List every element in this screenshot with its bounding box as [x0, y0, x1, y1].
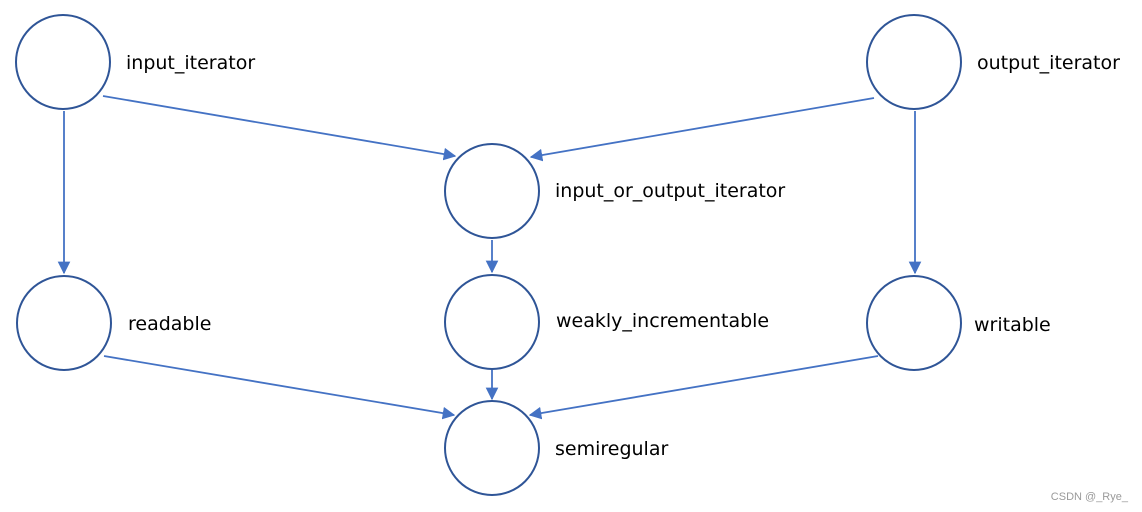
edge-writable-to-semiregular	[528, 355, 879, 420]
nodes: input_iterator output_iterator input_or_…	[15, 14, 1120, 496]
node-circle	[866, 275, 962, 371]
node-output_iterator: output_iterator	[866, 14, 1120, 110]
node-circle	[15, 14, 111, 110]
edges	[57, 95, 922, 420]
edge-readable-to-semiregular	[103, 355, 456, 420]
node-readable: readable	[16, 275, 211, 371]
node-label: input_or_output_iterator	[555, 180, 785, 202]
node-label: weakly_incrementable	[556, 310, 769, 332]
node-circle	[444, 400, 540, 496]
node-circle	[444, 143, 540, 239]
node-label: semiregular	[555, 438, 668, 460]
node-label: writable	[974, 314, 1051, 336]
node-weakly_incrementable: weakly_incrementable	[444, 274, 769, 370]
edge-output_iterator-to-input_or_output_iterator	[529, 97, 875, 162]
node-input_iterator: input_iterator	[15, 14, 255, 110]
watermark: CSDN @_Rye_	[1050, 491, 1128, 503]
node-semiregular: semiregular	[444, 400, 668, 496]
node-circle	[866, 14, 962, 110]
node-writable: writable	[866, 275, 1051, 371]
edge-input_iterator-to-input_or_output_iterator	[102, 95, 457, 161]
node-circle	[444, 274, 540, 370]
node-label: output_iterator	[977, 52, 1120, 74]
node-label: readable	[128, 313, 211, 335]
node-label: input_iterator	[126, 52, 255, 74]
node-input_or_output_iterator: input_or_output_iterator	[444, 143, 785, 239]
node-circle	[16, 275, 112, 371]
